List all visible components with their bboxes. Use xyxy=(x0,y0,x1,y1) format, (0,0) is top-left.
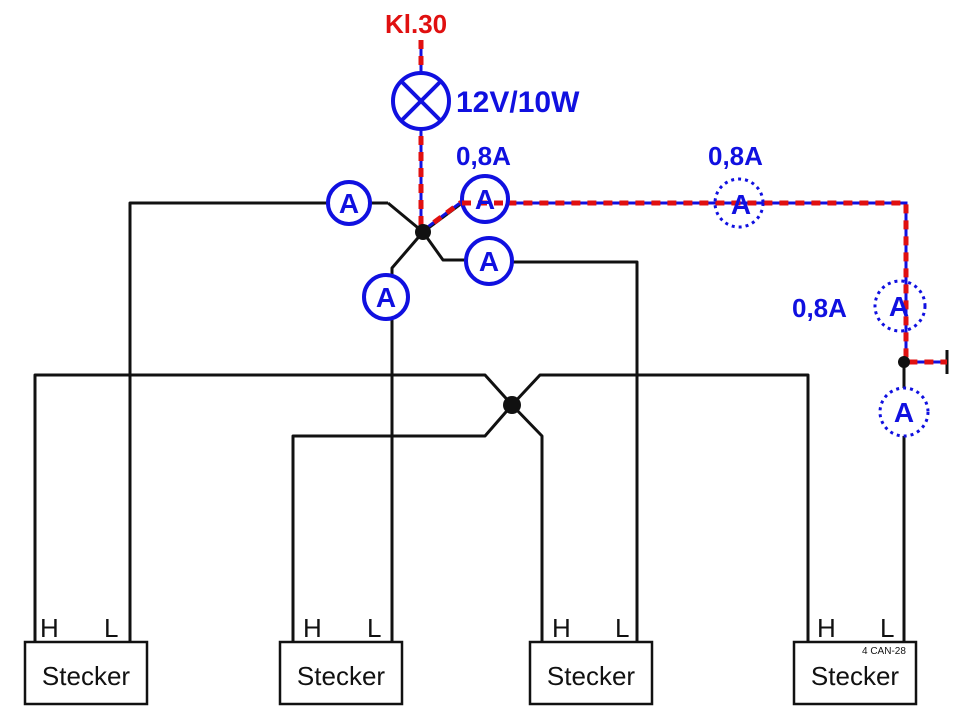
ammeter-left-top: A xyxy=(326,180,372,226)
current-label-2: 0,8A xyxy=(708,141,763,171)
wire-node1-to-stecker1-l xyxy=(128,201,328,648)
wire-stecker1-h-to-node2 xyxy=(33,373,514,648)
wire-stecker3-h-to-node2 xyxy=(510,403,544,648)
current-label-1: 0,8A xyxy=(456,141,511,171)
ammeter-right-lower: A xyxy=(464,236,514,286)
ammeter-letter: A xyxy=(479,246,499,277)
figure-code: 4 CAN-28 xyxy=(862,646,906,657)
ammeter-dotted-top: A xyxy=(713,177,765,229)
ammeter-letter: A xyxy=(339,188,359,219)
ammeter-letter: A xyxy=(894,397,914,428)
stecker-pin-l: L xyxy=(880,613,894,643)
ammeter-letter: A xyxy=(889,291,909,322)
stecker-2: H L Stecker xyxy=(278,613,404,706)
lamp-cross-2 xyxy=(399,79,443,123)
stecker-label: Stecker xyxy=(42,661,130,691)
stecker-pin-h: H xyxy=(303,613,322,643)
wire-node1-to-meter-a4 xyxy=(390,231,425,275)
stecker-label: Stecker xyxy=(297,661,385,691)
junction-node-ground xyxy=(898,356,910,368)
wire-stecker4-h-to-node2 xyxy=(510,373,810,648)
wire-stecker2-h-to-node2 xyxy=(291,404,514,648)
stecker-1: H L Stecker xyxy=(23,613,149,706)
terminal-label: Kl.30 xyxy=(385,9,447,39)
stecker-pin-l: L xyxy=(367,613,381,643)
ammeter-letter: A xyxy=(731,189,751,220)
stecker-pin-h: H xyxy=(552,613,571,643)
ammeter-letter: A xyxy=(376,282,396,313)
stecker-label: Stecker xyxy=(811,661,899,691)
stecker-pin-h: H xyxy=(817,613,836,643)
stecker-4: H L 4 CAN-28 Stecker xyxy=(792,613,918,706)
ammeter-dotted-bottom: A xyxy=(878,386,930,438)
ammeter-down: A xyxy=(362,273,410,321)
current-label-3: 0,8A xyxy=(792,293,847,323)
junction-node-h xyxy=(503,396,521,414)
ammeter-dotted-right: A xyxy=(873,279,927,333)
ammeter-letter: A xyxy=(475,184,495,215)
wiring xyxy=(33,201,949,648)
junction-node-l xyxy=(415,224,431,240)
stecker-pin-h: H xyxy=(40,613,59,643)
lamp-label: 12V/10W xyxy=(456,86,580,119)
ammeter-right-top: A xyxy=(460,174,510,224)
wire-node1-to-meter-a3 xyxy=(421,231,465,262)
wire-meter-a3-to-stecker3-l xyxy=(513,260,639,648)
lamp-symbol xyxy=(391,71,451,131)
stecker-pin-l: L xyxy=(104,613,118,643)
stecker-label: Stecker xyxy=(547,661,635,691)
stecker-3: H L Stecker xyxy=(528,613,654,706)
stecker-pin-l: L xyxy=(615,613,629,643)
